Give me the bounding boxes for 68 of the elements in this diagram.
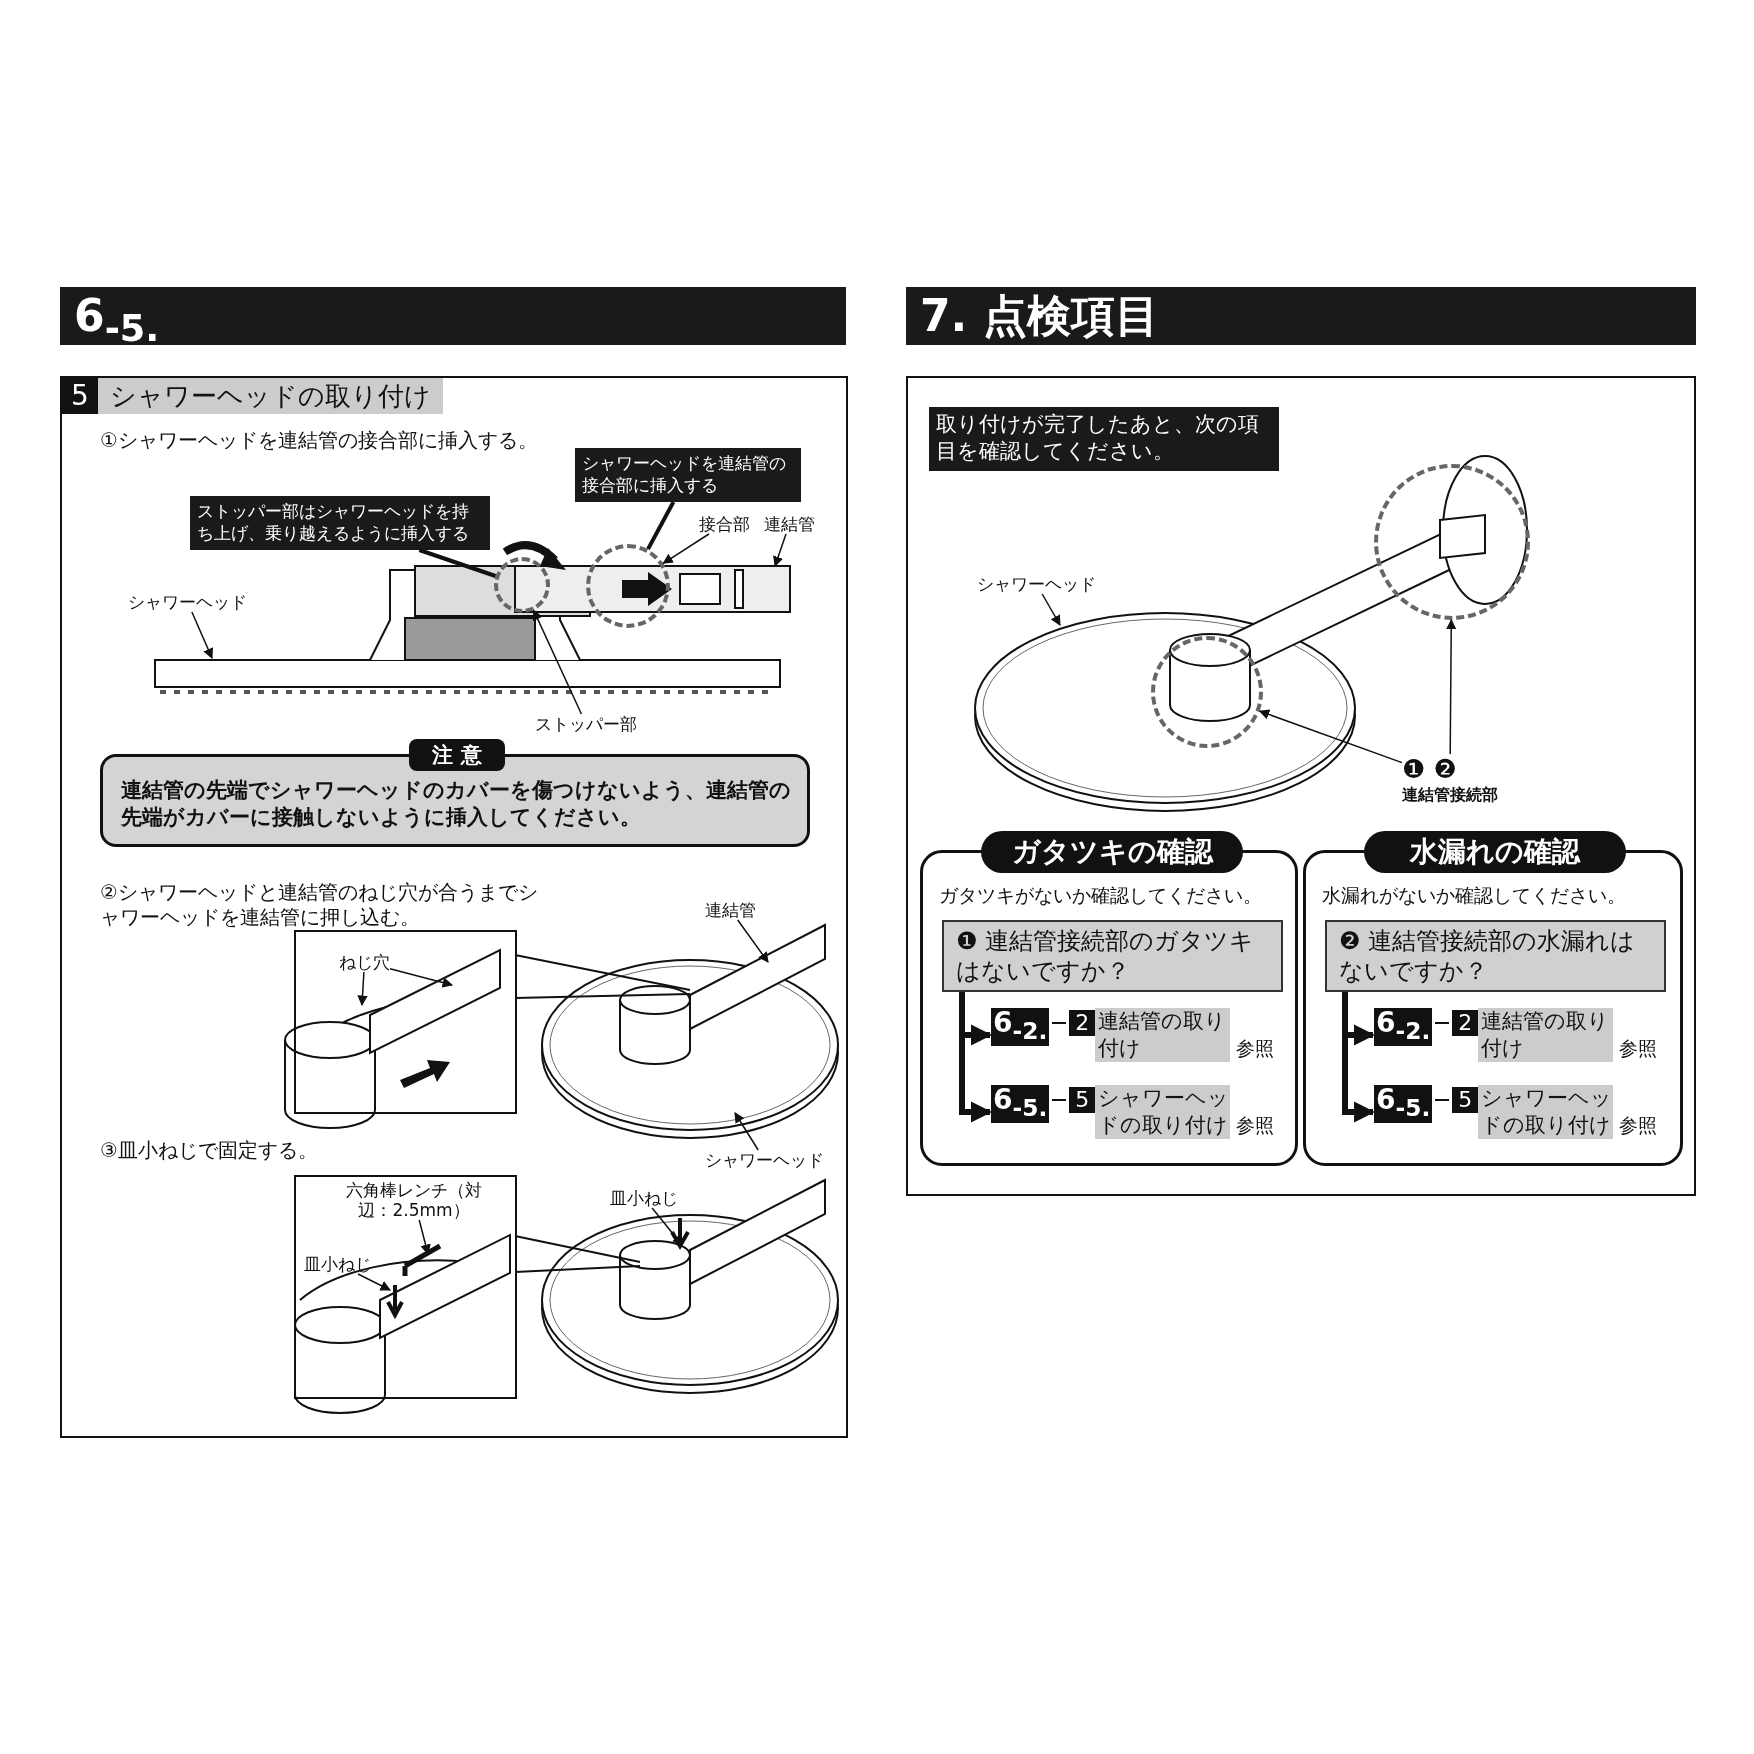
leader-line <box>734 1112 759 1151</box>
section-reference-tag: 6$_{-2.}$ <box>1374 1008 1433 1046</box>
step-number-badge: 2 <box>1069 1010 1096 1036</box>
instruction-step-text: ②シャワーヘッドと連結管のねじ穴が合うまでシャワーヘッドを連結管に押し込む。 <box>100 880 539 930</box>
part-label: ねじ穴 <box>339 952 390 972</box>
leader-line <box>357 971 368 1007</box>
notice-box: 取り付けが完了したあと、次の項目を確認してください。 <box>929 407 1279 471</box>
instruction-panel <box>60 376 848 1438</box>
leader-line <box>1041 593 1061 626</box>
leader-line <box>651 1207 683 1246</box>
circled-number-marker: ❶ ❷ <box>1402 754 1458 784</box>
step-number-badge: 5 <box>1069 1087 1096 1113</box>
step-title-band: シャワーヘッドの取り付け <box>98 378 443 414</box>
leader-line <box>662 533 710 565</box>
leader-line <box>1258 709 1403 764</box>
dashed-highlight-circle <box>494 557 550 613</box>
leader-line <box>357 1273 391 1291</box>
part-label: ストッパー部 <box>535 714 637 734</box>
dashed-highlight-circle <box>1374 464 1530 620</box>
part-label: 連結管 <box>764 514 815 534</box>
check-title-tab: 水漏れの確認 <box>1364 831 1626 873</box>
step-title-highlight: シャワーヘッドの取り付け <box>1095 1085 1231 1139</box>
leader-line <box>773 533 787 567</box>
dashed-highlight-circle <box>1151 636 1263 748</box>
step-number-badge: 5 <box>62 378 98 414</box>
reference-note: 参照 <box>1619 1113 1658 1138</box>
step-number-badge: 2 <box>1452 1010 1479 1036</box>
caution-tab: 注 意 <box>409 739 505 771</box>
question-box: ❶ 連結管接続部のガタツキはないですか？ <box>942 920 1283 992</box>
leader-line <box>389 967 453 988</box>
section-reference-tag: 6$_{-2.}$ <box>991 1008 1050 1046</box>
instruction-step-text: ①シャワーヘッドを連結管の接合部に挿入する。 <box>100 428 539 453</box>
part-label: シャワーヘッド <box>128 592 247 612</box>
step-title-highlight: 連結管の取り付け <box>1478 1008 1614 1062</box>
part-label: シャワーヘッド <box>705 1150 824 1170</box>
leader-line <box>418 1219 431 1255</box>
question-box: ❷ 連結管接続部の水漏れはないですか？ <box>1325 920 1666 992</box>
leader-line <box>191 611 214 659</box>
check-instruction: ガタツキがないか確認してください。 <box>939 883 1262 908</box>
reference-note: 参照 <box>1236 1113 1275 1138</box>
part-label: 接合部 <box>699 514 750 534</box>
detail-inset-frame <box>294 930 517 1114</box>
leader-line <box>736 919 769 963</box>
part-label: シャワーヘッド <box>977 574 1096 594</box>
instruction-panel <box>906 376 1696 1196</box>
part-label: 皿小ねじ <box>610 1188 678 1208</box>
leader-line <box>1445 618 1457 755</box>
step-title-highlight: 連結管の取り付け <box>1095 1008 1231 1062</box>
detail-inset-frame <box>294 1175 517 1399</box>
callout-box: ストッパー部はシャワーヘッドを持ち上げ、乗り越えるように挿入する <box>190 496 490 550</box>
instruction-step-text: ③皿小ねじで固定する。 <box>100 1138 319 1163</box>
section-header-bar: 6$_{-5.}$ <box>60 287 846 345</box>
step-number-badge: 5 <box>1452 1087 1479 1113</box>
dashed-highlight-circle <box>586 544 670 628</box>
reference-note: 参照 <box>1619 1036 1658 1061</box>
leader-line <box>532 609 583 715</box>
part-label: 連結管 <box>705 900 756 920</box>
section-header-bar: 7. 点検項目 <box>906 287 1696 345</box>
reference-note: 参照 <box>1236 1036 1275 1061</box>
section-reference-tag: 6$_{-5.}$ <box>991 1085 1050 1123</box>
callout-box: シャワーヘッドを連結管の接合部に挿入する <box>575 448 801 502</box>
part-label: 六角棒レンチ（対辺：2.5mm） <box>334 1180 494 1220</box>
check-title-tab: ガタツキの確認 <box>981 831 1243 873</box>
step-title-highlight: シャワーヘッドの取り付け <box>1478 1085 1614 1139</box>
part-label: 連結管接続部 <box>1402 784 1498 806</box>
section-reference-tag: 6$_{-5.}$ <box>1374 1085 1433 1123</box>
caution-text: 連結管の先端でシャワーヘッドのカバーを傷つけないよう、連結管の先端がカバーに接触しないように挿入してください。 <box>121 777 792 831</box>
check-instruction: 水漏れがないか確認してください。 <box>1322 883 1626 908</box>
